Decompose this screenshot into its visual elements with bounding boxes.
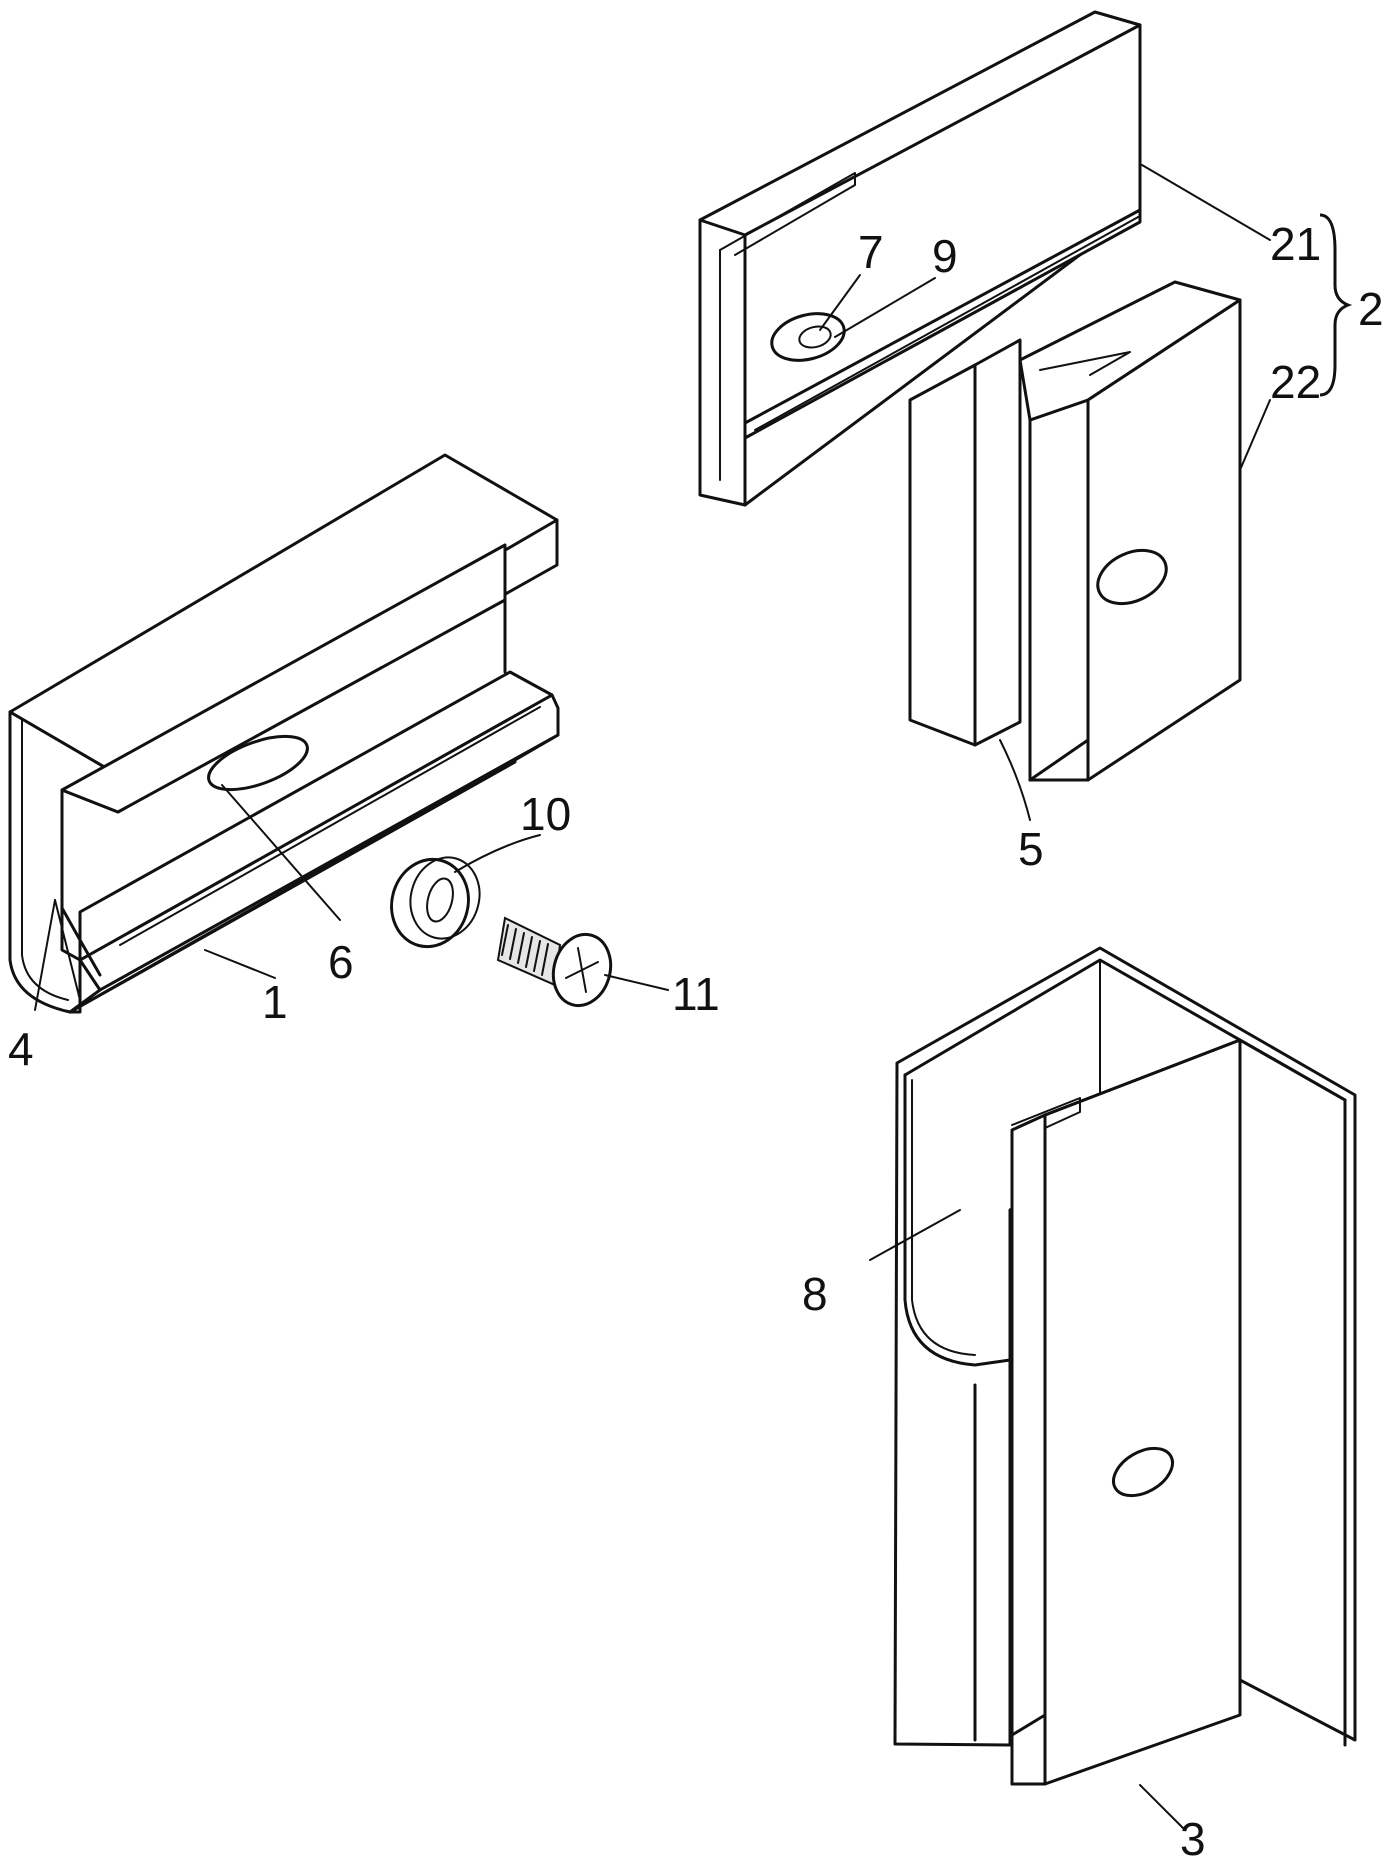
- label-10: 10: [520, 788, 571, 840]
- label-2: 2: [1358, 283, 1384, 335]
- leader-11: [605, 975, 668, 990]
- label-22: 22: [1270, 356, 1321, 408]
- label-11: 11: [672, 968, 720, 1020]
- label-9: 9: [932, 230, 958, 282]
- profile-front-side: [1012, 1115, 1045, 1735]
- leader-10: [455, 835, 540, 872]
- washer-10: [382, 850, 489, 956]
- label-21: 21: [1270, 218, 1321, 270]
- leader-21: [1142, 165, 1270, 240]
- leader-22: [1240, 400, 1270, 470]
- block-22-side-left: [910, 365, 975, 745]
- leader-5: [1000, 740, 1030, 820]
- screw-11: [498, 918, 618, 1012]
- profile-front-face: [1045, 1040, 1240, 1784]
- leader-3: [1140, 1785, 1185, 1830]
- label-5: 5: [1018, 823, 1044, 875]
- part-3-profile: [895, 948, 1355, 1784]
- label-4: 4: [8, 1023, 34, 1075]
- part-1-clamp: [10, 455, 558, 1012]
- label-3: 3: [1180, 1813, 1206, 1856]
- leader-1: [205, 950, 275, 978]
- block-22-side-mid: [975, 340, 1020, 745]
- label-1: 1: [262, 976, 288, 1028]
- label-6: 6: [328, 936, 354, 988]
- brace-2: [1320, 215, 1348, 395]
- part-2-connector: [700, 12, 1240, 780]
- label-8: 8: [802, 1268, 828, 1320]
- label-7: 7: [858, 226, 884, 278]
